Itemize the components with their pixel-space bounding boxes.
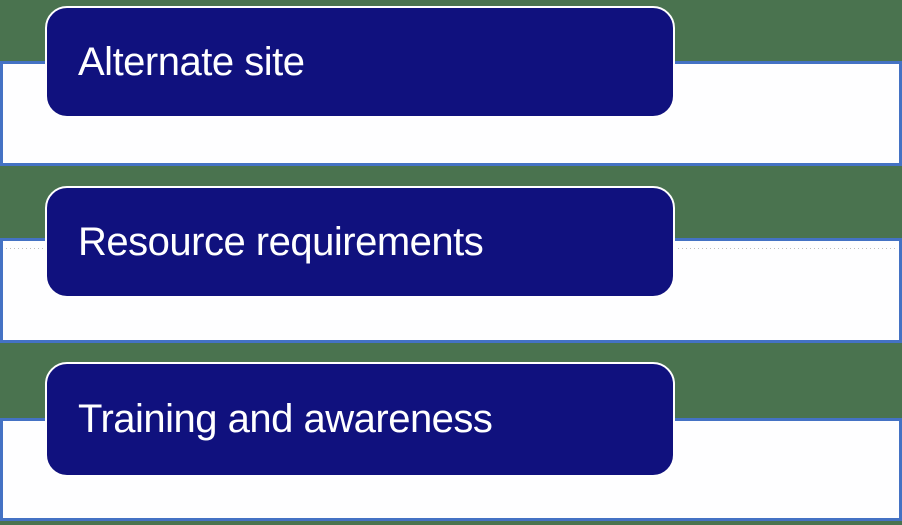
list-item-alternate-site: Alternate site xyxy=(45,6,675,118)
list-item-label: Alternate site xyxy=(78,39,305,84)
list-item-label: Resource requirements xyxy=(78,219,484,264)
list-item-resource-requirements: Resource requirements xyxy=(45,186,675,298)
list-item-training-and-awareness: Training and awareness xyxy=(45,362,675,477)
list-item-label: Training and awareness xyxy=(78,397,493,441)
